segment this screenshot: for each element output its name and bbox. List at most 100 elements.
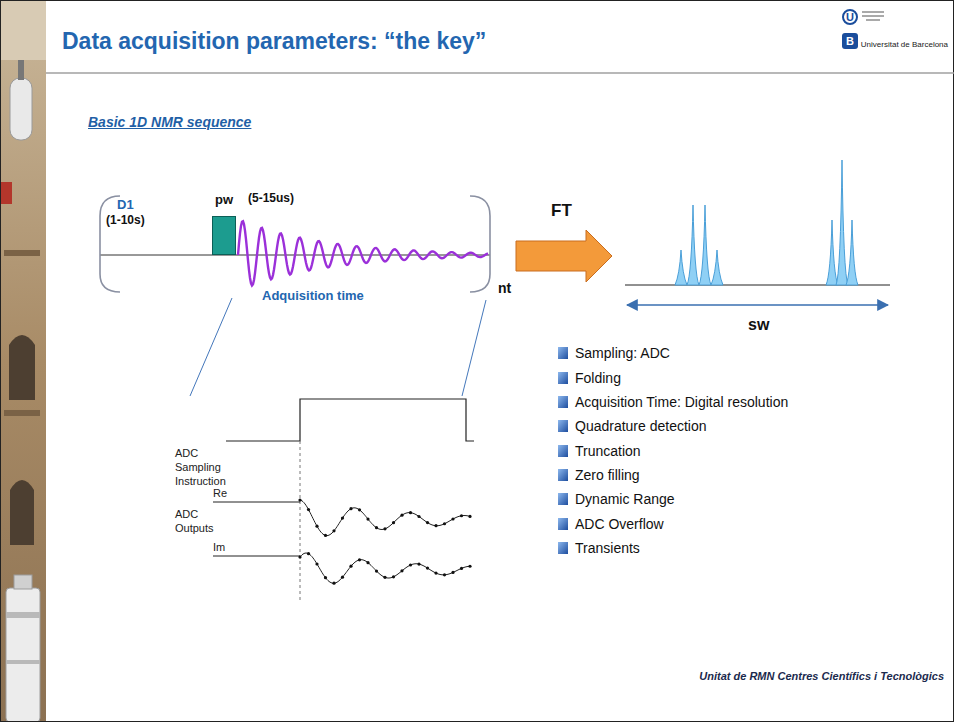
label-holder: FT	[551, 201, 572, 221]
sample-dot	[460, 567, 463, 570]
label-holder: ADC Outputs	[175, 507, 237, 535]
delay-range: (1-10s)	[106, 213, 145, 227]
sample-dot	[349, 507, 352, 510]
sample-dot	[434, 524, 437, 527]
sample-dot	[315, 562, 318, 565]
bullet-item: Folding	[575, 370, 621, 386]
transform-label: FT	[551, 201, 572, 221]
start-marker	[300, 441, 301, 600]
bullet-item: Sampling: ADC	[575, 345, 670, 361]
section-heading: Basic 1D NMR sequence	[88, 114, 251, 130]
sample-dot	[392, 521, 395, 524]
sample-dot	[417, 562, 420, 565]
label-holder: (1-10s)	[106, 213, 145, 227]
spectrum-peaks	[675, 160, 858, 285]
spectrum-peak	[675, 250, 687, 285]
sample-dot	[383, 527, 386, 530]
pulse-range: (5-15us)	[248, 191, 294, 205]
sample-dot	[426, 521, 429, 524]
label-holder: ADC Sampling Instruction	[175, 446, 237, 488]
sample-dot	[392, 575, 395, 578]
channel-name: Re	[213, 487, 227, 499]
sample-dot	[332, 529, 335, 532]
bullet-item: Transients	[575, 540, 640, 556]
logo-u-badge: U	[842, 9, 858, 25]
scan-count: nt	[498, 280, 511, 296]
sample-dot	[366, 517, 369, 520]
sample-dot	[366, 561, 369, 564]
logo-b-badge: B	[842, 33, 858, 49]
acquisition-label: Adquisition time	[262, 288, 364, 303]
sample-dot	[443, 573, 446, 576]
label-holder: Re	[213, 487, 227, 499]
sample-dot	[358, 508, 361, 511]
sample-dot	[349, 565, 352, 568]
im-level	[213, 556, 300, 557]
sample-dot	[434, 571, 437, 574]
sample-dot	[417, 515, 420, 518]
sample-dot	[298, 555, 301, 558]
institution-name: Universitat de Barcelona	[861, 40, 948, 49]
spectrum-peak	[711, 250, 723, 285]
fid-signal	[238, 221, 488, 285]
sample-dots	[298, 498, 471, 584]
label-holder: Transients	[575, 540, 640, 556]
sample-dot	[468, 565, 471, 568]
re-wave	[300, 500, 470, 536]
bullet-item: ADC Overflow	[575, 516, 664, 532]
sample-dot	[358, 558, 361, 561]
sample-dot	[443, 522, 446, 525]
sample-dot	[315, 525, 318, 528]
sample-dot	[307, 552, 310, 555]
sample-dot	[307, 508, 310, 511]
spectrum-peak	[836, 160, 848, 285]
sample-dot	[409, 511, 412, 514]
label-holder: sw	[748, 316, 769, 334]
footer-credit: Unitat de RMN Centres Científics i Tecno…	[699, 670, 944, 682]
sweep-width: sw	[748, 316, 769, 334]
label-holder: Sampling: ADC	[575, 345, 670, 361]
sample-dot	[451, 517, 454, 520]
sw-arrow	[627, 304, 888, 306]
bullet-item: Truncation	[575, 443, 641, 459]
spectrum-peak	[826, 220, 838, 285]
sample-dot	[400, 514, 403, 517]
pulse-label-holder: pw	[215, 192, 233, 207]
inset-label: ADC Sampling Instruction	[175, 446, 237, 488]
channel-name: Im	[213, 541, 225, 553]
sample-dot	[341, 576, 344, 579]
label-holder: Unitat de RMN Centres Científics i Tecno…	[699, 670, 944, 682]
im-wave	[300, 553, 470, 583]
logo-letter: U	[846, 11, 854, 23]
label-holder: ADC Overflow	[575, 516, 664, 532]
logo-letter: B	[846, 35, 854, 47]
bracket-right	[470, 196, 490, 292]
sample-dot	[383, 576, 386, 579]
leader-line	[190, 298, 232, 396]
pulse-name: pw	[215, 192, 233, 207]
adc-gate	[226, 399, 474, 441]
bullet-item: Quadrature detection	[575, 418, 707, 434]
bullet-item: Acquisition Time: Digital resolution	[575, 394, 788, 410]
label-holder: nt	[498, 280, 511, 296]
sample-dot	[341, 516, 344, 519]
logo-emblem	[862, 12, 884, 20]
spectrum-peak	[846, 220, 858, 285]
leader-line	[462, 300, 486, 396]
label-holder: Im	[213, 541, 225, 553]
bullet-markers	[558, 347, 568, 554]
label-holder: D1	[117, 197, 134, 212]
label-holder: Zero filling	[575, 467, 640, 483]
spectrum-peak	[687, 205, 699, 285]
sample-dot	[409, 563, 412, 566]
label-holder: Quadrature detection	[575, 418, 707, 434]
sample-dot	[375, 526, 378, 529]
building-photo	[0, 0, 46, 722]
sample-dot	[468, 515, 471, 518]
label-holder: Basic 1D NMR sequence	[88, 114, 251, 130]
bullet-item: Dynamic Range	[575, 491, 675, 507]
label-holder: Acquisition Time: Digital resolution	[575, 394, 788, 410]
